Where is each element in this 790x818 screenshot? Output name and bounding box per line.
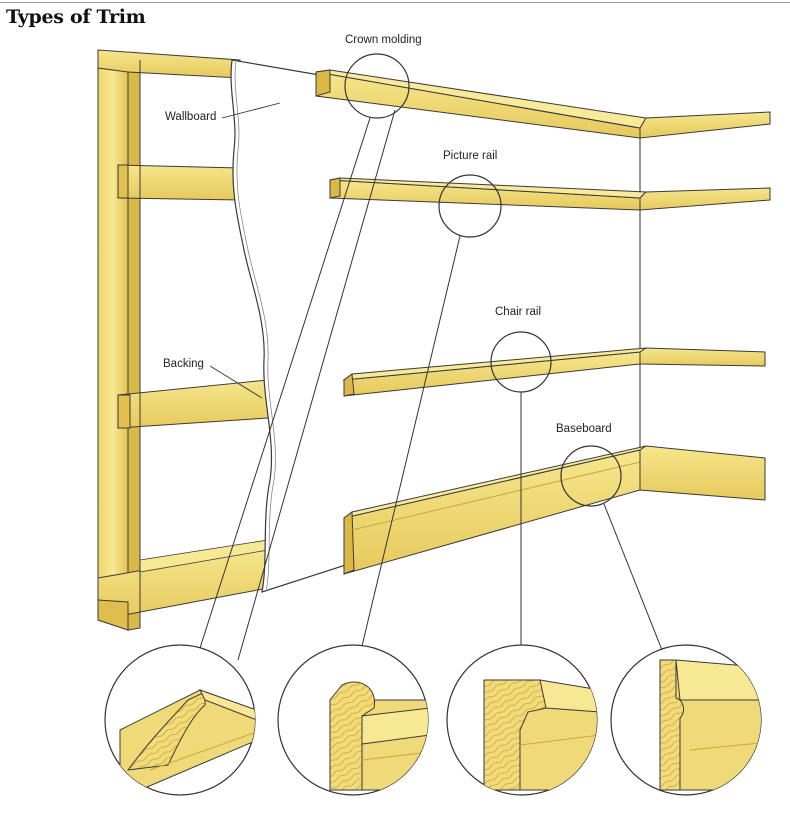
label-pointers: [209, 102, 281, 399]
baseboard-callout-circle: [560, 445, 622, 507]
picture-rail-label: Picture rail: [443, 150, 498, 162]
chair-rail-strip: [342, 347, 766, 397]
top-rule: [0, 2, 790, 3]
diagram-title: Types of Trim: [6, 6, 146, 28]
detail-crown-molding: [104, 644, 256, 796]
detail-picture-rail: [277, 644, 429, 796]
detail-chair-rail: [446, 644, 598, 796]
crown-molding-strip: [315, 69, 771, 139]
backing-label: Backing: [163, 358, 204, 370]
chair-rail-label: Chair rail: [495, 306, 542, 318]
wallboard-label: Wallboard: [165, 111, 217, 123]
crown-callout-circle: [344, 53, 410, 119]
callout-leaders: [199, 109, 663, 661]
baseboard-strip: [343, 445, 766, 575]
wall-framing: [97, 49, 269, 631]
picture-rail-strip: [329, 177, 771, 211]
picture-rail-callout-circle: [438, 174, 502, 238]
detail-baseboard: [610, 644, 762, 796]
baseboard-label: Baseboard: [556, 423, 612, 435]
crown-molding-label: Crown molding: [345, 34, 422, 46]
callout-circles: [344, 53, 622, 507]
